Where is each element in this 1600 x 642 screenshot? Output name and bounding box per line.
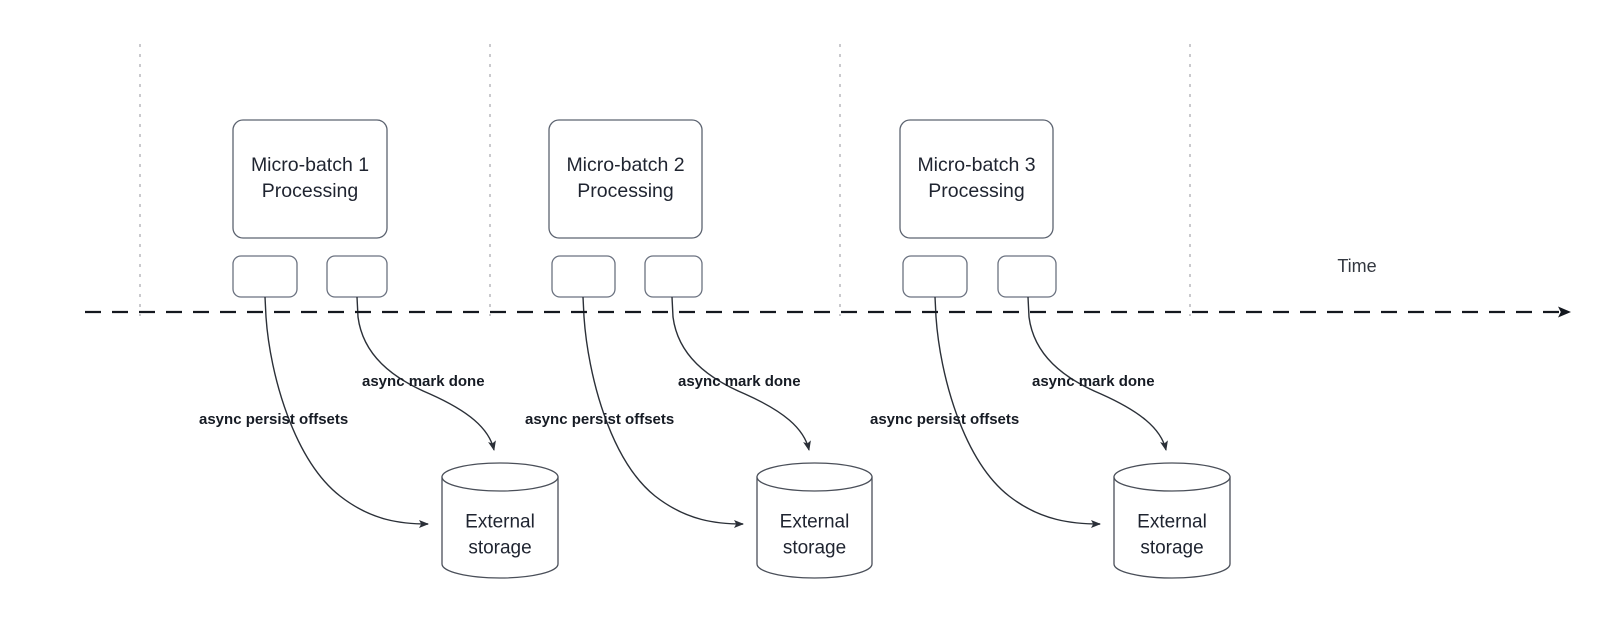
mark-edge-3-path: [1027, 296, 1168, 451]
mark-edge-2-path: [671, 296, 811, 451]
group-2-batch-label-line1: Micro-batch 2: [566, 154, 684, 176]
mark-task-2[interactable]: [644, 255, 703, 298]
group-1-storage-label-line1: External: [465, 512, 535, 533]
group-1-batch-label-line1: Micro-batch 1: [251, 154, 369, 176]
group-3-storage-label-line1: External: [1137, 512, 1207, 533]
group-3-storage-top: [1113, 462, 1231, 492]
mark-edge-1-label: async mark done: [362, 373, 485, 390]
time-axis-label: Time: [1337, 256, 1376, 276]
group-3-batch-box[interactable]: [899, 119, 1054, 239]
mark-edge-2-label: async mark done: [678, 373, 801, 390]
mark-edge-3-label: async mark done: [1032, 373, 1155, 390]
persist-edge-1-path: [264, 296, 429, 528]
persist-edge-1-label: async persist offsets: [199, 411, 348, 428]
mark-task-3[interactable]: [997, 255, 1057, 298]
persist-edge-3-label: async persist offsets: [870, 411, 1019, 428]
group-2-storage-top: [756, 462, 873, 492]
group-1-batch-box[interactable]: [232, 119, 388, 239]
group-3-storage-body[interactable]: [1113, 476, 1231, 579]
group-1-batch-label-line2: Processing: [262, 180, 358, 202]
group-3-batch-label-line1: Micro-batch 3: [917, 154, 1035, 176]
group-2-storage-label-line2: storage: [783, 538, 846, 559]
persist-edge-2-path: [582, 296, 744, 528]
group-3-batch-label-line2: Processing: [928, 180, 1024, 202]
group-1-storage-body[interactable]: [441, 476, 559, 579]
mark-edge-1-path: [356, 296, 496, 451]
group-1-storage-top: [441, 462, 559, 492]
mark-task-1[interactable]: [326, 255, 388, 298]
group-2-batch-box[interactable]: [548, 119, 703, 239]
persist-task-2[interactable]: [551, 255, 616, 298]
persist-task-1[interactable]: [232, 255, 298, 298]
persist-task-3[interactable]: [902, 255, 968, 298]
group-1-storage-label-line2: storage: [468, 538, 531, 559]
group-3-storage-label-line2: storage: [1140, 538, 1203, 559]
persist-edge-3-path: [934, 296, 1101, 528]
persist-edge-2-label: async persist offsets: [525, 411, 674, 428]
group-2-batch-label-line2: Processing: [577, 180, 673, 202]
group-2-storage-body[interactable]: [756, 476, 873, 579]
group-2-storage-label-line1: External: [780, 512, 850, 533]
